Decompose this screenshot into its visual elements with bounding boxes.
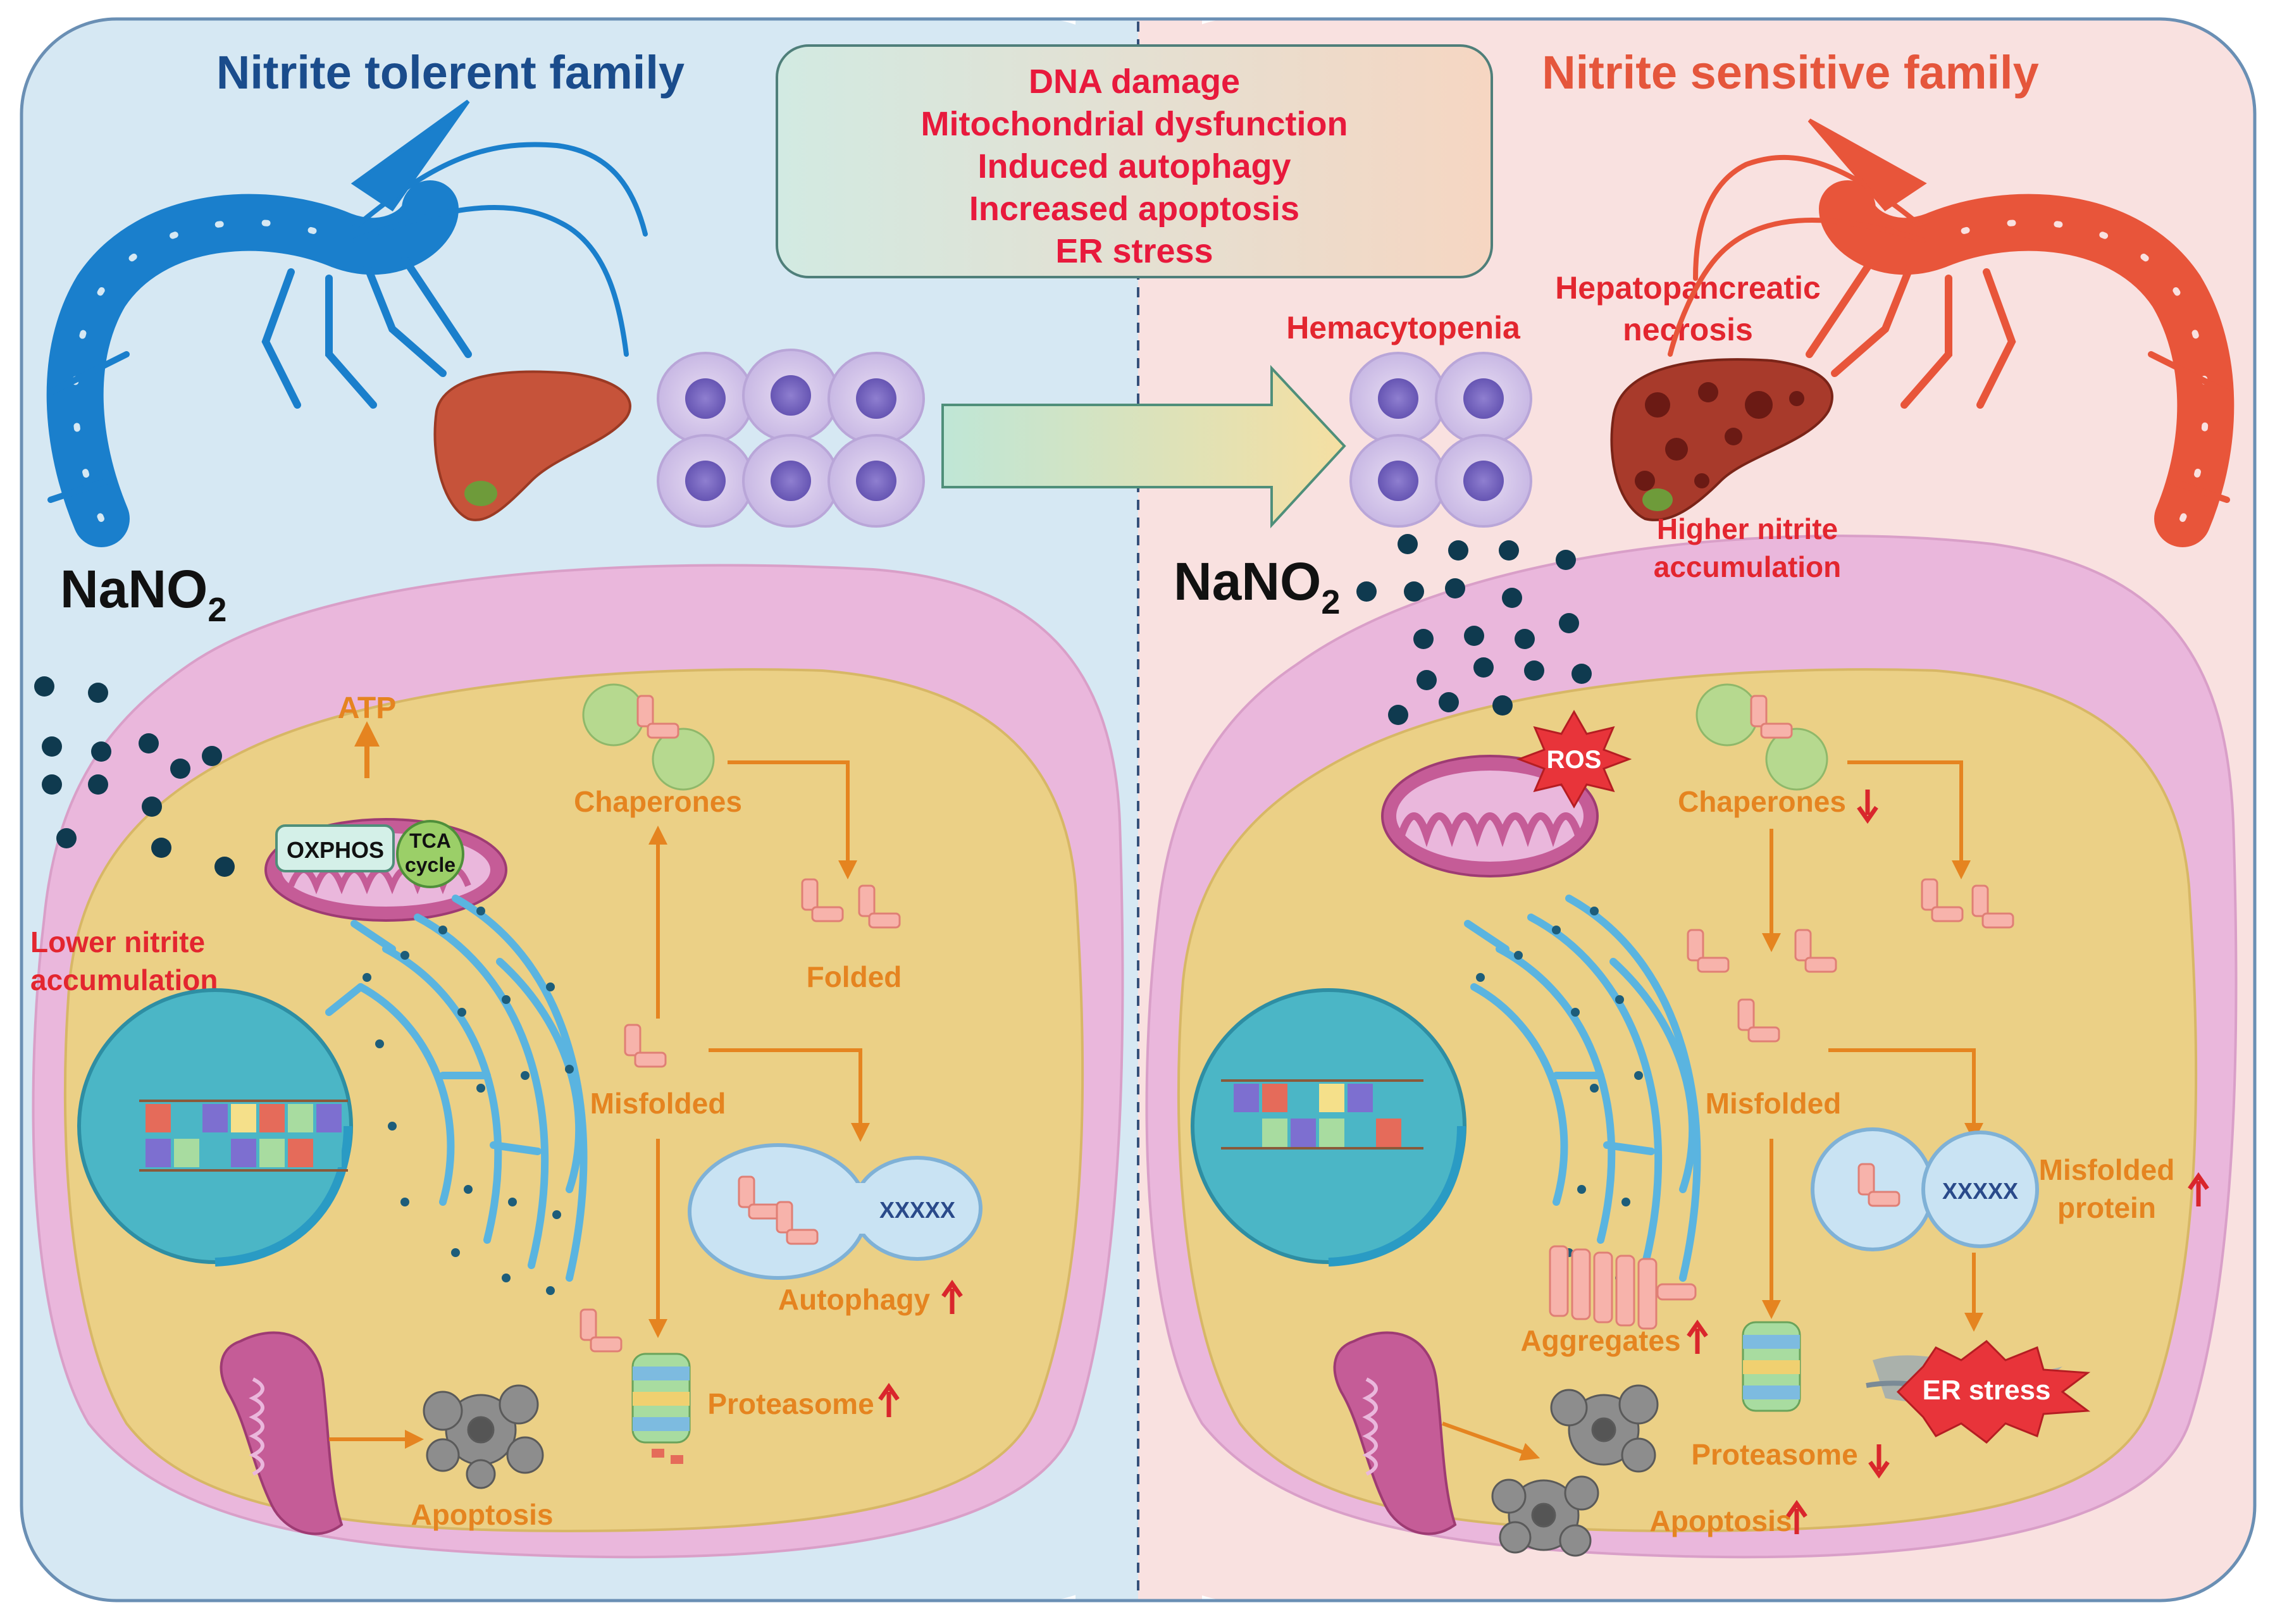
damaged-mitochondrion-right bbox=[1333, 1331, 1457, 1535]
proteasome-label-left: Proteasome bbox=[707, 1387, 874, 1420]
lower-accumulation-2: accumulation bbox=[30, 964, 218, 996]
nitrite-particles-right bbox=[1356, 534, 1592, 725]
misfolded-protein-label-2: protein bbox=[2057, 1191, 2156, 1224]
chaperones-label-right: Chaperones bbox=[1678, 785, 1846, 818]
misfolded-label-left: Misfolded bbox=[590, 1087, 726, 1120]
hemacytopenia-label: Hemacytopenia bbox=[1286, 310, 1521, 345]
oxphos-box bbox=[275, 824, 395, 872]
autophagy-marker-right: XXXXX bbox=[1942, 1178, 2018, 1204]
proteasome-label-right: Proteasome bbox=[1691, 1438, 1857, 1471]
oxphos-label: OXPHOS bbox=[287, 837, 384, 863]
necrotic-liver-icon bbox=[1610, 358, 1833, 521]
tca-cycle-circle bbox=[396, 820, 464, 888]
effect-item: Induced autophagy bbox=[977, 147, 1291, 185]
er-stress-icon bbox=[1866, 1340, 2091, 1444]
chaperones-label-left: Chaperones bbox=[574, 785, 742, 818]
damaged-mitochondrion-left bbox=[220, 1331, 344, 1535]
nano2-left: NaNO2 bbox=[60, 559, 226, 629]
misfolded-protein-label-1: Misfolded bbox=[2039, 1153, 2175, 1186]
ros-label: ROS bbox=[1547, 746, 1602, 774]
autophagy-label: Autophagy bbox=[778, 1283, 931, 1316]
sensitive-title: Nitrite sensitive family bbox=[1542, 46, 2039, 99]
chaperone-icon-left bbox=[582, 683, 715, 791]
endoplasmic-reticulum-right bbox=[1464, 895, 1701, 1282]
tca-label-1: TCA bbox=[409, 829, 451, 852]
higher-accumulation-1: Higher nitrite bbox=[1657, 512, 1838, 545]
necrosis-label-2: necrosis bbox=[1623, 312, 1753, 347]
hemocyte-cluster-left bbox=[657, 349, 925, 528]
effect-item: Increased apoptosis bbox=[969, 190, 1299, 228]
outer-frame bbox=[20, 17, 2257, 1602]
chaperone-icon-right bbox=[1695, 683, 1828, 791]
apoptotic-body-left bbox=[423, 1384, 544, 1489]
effects-box bbox=[776, 44, 1493, 278]
apoptosis-label-left: Apoptosis bbox=[411, 1498, 554, 1531]
higher-accumulation-2: accumulation bbox=[1654, 550, 1842, 583]
apoptotic-bodies-right bbox=[1491, 1384, 1659, 1557]
misfolded-label-right: Misfolded bbox=[1706, 1087, 1842, 1120]
healthy-liver-icon bbox=[433, 370, 631, 521]
nitrite-particles-left bbox=[34, 676, 235, 877]
autophagy-marker-left: XXXXX bbox=[879, 1197, 955, 1223]
autophagosome-left bbox=[688, 1143, 983, 1280]
blue-shrimp-icon bbox=[46, 99, 648, 547]
autophagy-vesicles-right bbox=[1811, 1127, 2039, 1251]
tca-label-2: cycle bbox=[405, 853, 456, 876]
nano2-right: NaNO2 bbox=[1174, 552, 1340, 621]
proteasome-icon-left bbox=[580, 1308, 691, 1464]
er-stress-label: ER stress bbox=[1922, 1375, 2050, 1406]
aggregates-icon bbox=[1549, 1245, 1697, 1330]
effect-item: DNA damage bbox=[1029, 63, 1240, 101]
effect-item: Mitochondrial dysfunction bbox=[921, 105, 1348, 143]
aggregates-label: Aggregates bbox=[1520, 1324, 1680, 1357]
ribosomes-left bbox=[363, 907, 574, 1295]
dna-strand-right bbox=[1221, 1079, 1423, 1150]
tolerant-title: Nitrite tolerent family bbox=[216, 46, 685, 99]
apoptosis-label-right: Apoptosis bbox=[1650, 1504, 1792, 1537]
atp-label: ATP bbox=[338, 691, 396, 725]
red-shrimp-icon bbox=[1668, 118, 2235, 547]
proteasome-icon-right bbox=[1742, 1321, 1801, 1412]
lower-accumulation-1: Lower nitrite bbox=[30, 926, 205, 958]
dna-strand-left bbox=[139, 1100, 348, 1172]
effect-item: ER stress bbox=[1055, 232, 1213, 270]
ros-burst-icon bbox=[1516, 709, 1632, 809]
transition-arrow bbox=[941, 364, 1346, 529]
folded-label: Folded bbox=[807, 960, 902, 993]
